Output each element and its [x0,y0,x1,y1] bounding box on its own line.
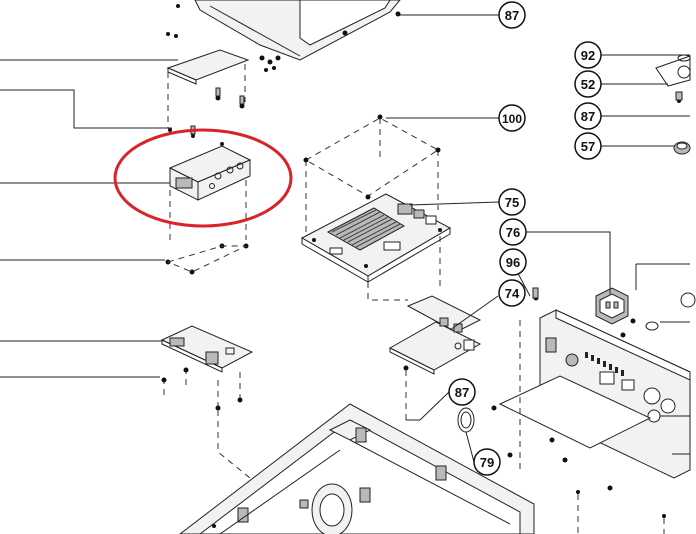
callout-87-right: 87 [574,102,602,130]
callout-87-top: 87 [498,1,526,29]
rear-panel [491,309,691,534]
lower-spacer-set [165,243,249,275]
svg-text:76: 76 [506,225,520,240]
callout-92: 92 [574,41,602,69]
callout-57: 57 [574,132,602,160]
interface-board [388,287,539,420]
callout-96: 96 [499,248,527,276]
callout-75: 75 [498,188,526,216]
callout-76: 76 [499,218,527,246]
svg-text:57: 57 [581,139,595,154]
svg-text:87: 87 [581,109,595,124]
left-leader-lines [0,59,178,378]
callout-52: 52 [574,70,602,98]
svg-text:92: 92 [581,48,595,63]
callout-leaders [386,14,690,463]
right-edge-parts [635,54,696,455]
main-board [300,114,452,301]
svg-text:100: 100 [502,112,522,126]
small-board-upper [166,49,250,138]
top-panel-assembly [166,0,401,72]
highlight-ellipse [113,128,293,228]
svg-text:52: 52 [581,77,595,92]
power-connector [595,287,629,325]
callout-87-center: 87 [448,378,476,406]
svg-text:79: 79 [480,455,494,470]
callout-100: 100 [498,104,526,132]
svg-text:74: 74 [505,286,520,301]
svg-text:87: 87 [455,385,469,400]
small-board-lower [160,325,254,479]
bottom-chassis [179,403,535,534]
svg-text:87: 87 [505,8,519,23]
svg-text:96: 96 [506,255,520,270]
callout-74: 74 [498,279,526,307]
callout-79: 79 [473,448,501,476]
ring-part [457,407,475,433]
module-board-highlighted [168,142,252,245]
svg-text:75: 75 [505,195,519,210]
